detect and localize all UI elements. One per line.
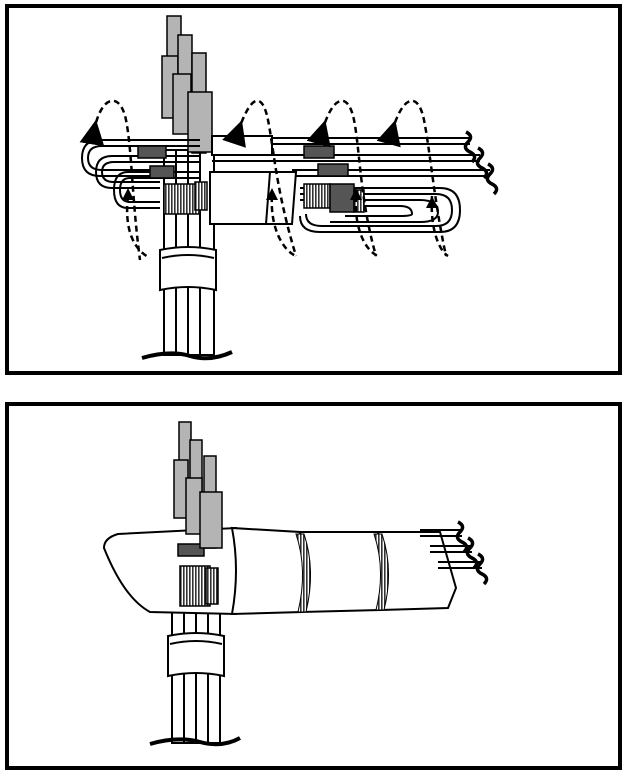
wire-cut-line xyxy=(149,736,241,747)
wrapped-sleeve xyxy=(102,526,458,616)
wire-break-squiggle-icon xyxy=(463,130,499,196)
bundle-tape-band xyxy=(167,632,225,678)
finished-wrap-illustration xyxy=(5,402,622,770)
panel-wrapping-step xyxy=(0,0,627,380)
gray-connector-stack xyxy=(173,421,223,549)
terminal-blocks xyxy=(177,543,219,607)
terminal-blocks xyxy=(137,145,365,215)
dashed-rotation-arrow-icon xyxy=(79,99,449,261)
wire-cut-line xyxy=(141,350,233,361)
sleeve-seams xyxy=(295,533,390,613)
right-wire-loop xyxy=(299,187,462,233)
bundle-tape-band xyxy=(159,246,217,292)
panel-finished-step xyxy=(0,398,627,775)
wire-break-squiggle-icon xyxy=(455,520,489,586)
upward-arrow-heads xyxy=(122,188,438,208)
gray-connector-stack xyxy=(161,15,213,154)
wrapping-step-illustration xyxy=(5,4,622,375)
